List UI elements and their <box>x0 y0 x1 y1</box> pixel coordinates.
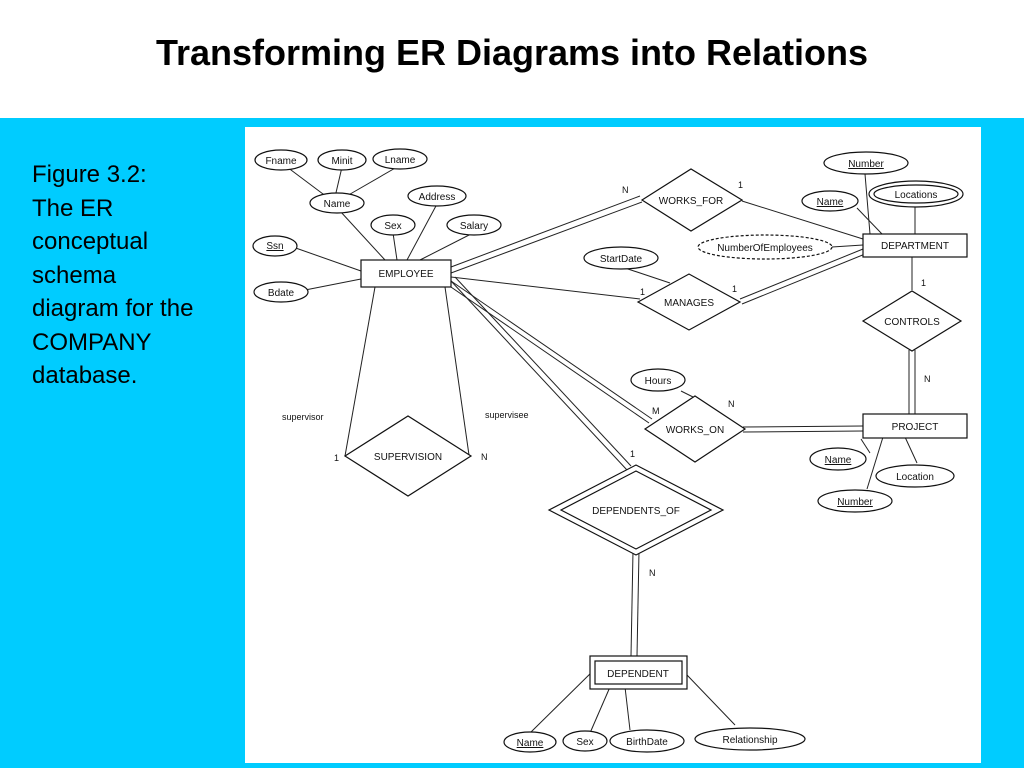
caption-line: COMPANY <box>32 328 152 356</box>
diagram-panel: EMPLOYEE DEPARTMENT PROJECT DEPENDENT WO… <box>245 127 981 763</box>
caption-line: The ER <box>32 194 114 222</box>
svg-text:Salary: Salary <box>460 221 488 232</box>
attribute-minit: Minit <box>317 149 367 171</box>
svg-text:StartDate: StartDate <box>600 254 643 265</box>
cardinality-label: 1 <box>738 180 743 190</box>
svg-text:Bdate: Bdate <box>268 288 295 299</box>
multivalued-attribute-locations: Locations <box>868 180 964 208</box>
key-attribute-project-name: Name <box>809 447 867 471</box>
svg-text:Minit: Minit <box>331 156 352 167</box>
entity-label: DEPARTMENT <box>881 241 949 252</box>
slide-title: Transforming ER Diagrams into Relations <box>155 32 869 73</box>
attribute-employee-name: Name <box>309 192 365 214</box>
attribute-relationship: Relationship <box>694 727 806 751</box>
cardinality-label: 1 <box>732 284 737 294</box>
svg-text:Sex: Sex <box>576 737 593 748</box>
relationship-label: WORKS_FOR <box>659 196 723 207</box>
entity-employee: EMPLOYEE <box>360 259 452 288</box>
attribute-fname: Fname <box>254 149 308 171</box>
key-attribute-department-number: Number <box>823 151 909 175</box>
er-diagram: EMPLOYEE DEPARTMENT PROJECT DEPENDENT WO… <box>252 148 968 753</box>
relationship-label: CONTROLS <box>884 317 940 328</box>
attribute-salary: Salary <box>446 214 502 236</box>
svg-text:Locations: Locations <box>895 190 938 201</box>
weak-entity-dependent: DEPENDENT <box>589 655 688 690</box>
relationship-label: MANAGES <box>664 298 714 309</box>
relationship-controls: CONTROLS <box>861 290 963 352</box>
entity-project: PROJECT <box>862 413 968 439</box>
svg-text:Relationship: Relationship <box>722 735 777 746</box>
caption-line: Figure 3.2: <box>32 161 147 188</box>
attribute-project-location: Location <box>875 464 955 488</box>
relationship-works-for: WORKS_FOR <box>640 168 744 232</box>
partial-key-attribute-dependent-name: Name <box>503 731 557 753</box>
cardinality-label: M <box>652 406 660 416</box>
attribute-start-date: StartDate <box>583 246 659 270</box>
attribute-address: Address <box>407 185 467 207</box>
entity-label: PROJECT <box>892 422 939 433</box>
relationship-label: DEPENDENTS_OF <box>592 506 680 517</box>
cardinality-label: N <box>649 568 656 578</box>
role-label-supervisee: supervisee <box>485 410 529 420</box>
cardinality-label: N <box>728 399 735 409</box>
svg-text:Number: Number <box>848 159 884 170</box>
svg-text:Location: Location <box>896 472 934 483</box>
caption-line: diagram for the <box>32 295 194 322</box>
svg-text:Lname: Lname <box>385 155 416 166</box>
svg-text:BirthDate: BirthDate <box>626 737 668 748</box>
svg-text:Name: Name <box>324 199 351 210</box>
relationship-label: SUPERVISION <box>374 452 442 463</box>
figure-caption: Figure 3.2: The ER conceptual schema dia… <box>32 158 237 393</box>
attribute-birth-date: BirthDate <box>609 729 685 753</box>
caption-line: conceptual <box>32 228 149 255</box>
attribute-sex: Sex <box>370 214 416 236</box>
cardinality-label: 1 <box>630 449 635 459</box>
attribute-dependent-sex: Sex <box>562 730 608 752</box>
entity-label: EMPLOYEE <box>378 269 433 280</box>
cardinality-label: 1 <box>334 453 339 463</box>
cardinality-label: 1 <box>921 278 926 288</box>
svg-text:Name: Name <box>825 455 852 466</box>
caption-line: database. <box>32 362 138 389</box>
attribute-bdate: Bdate <box>253 281 309 303</box>
cardinality-label: N <box>481 452 488 462</box>
cardinality-label: 1 <box>640 287 645 297</box>
identifying-relationship-works-on: WORKS_ON <box>643 395 747 463</box>
svg-text:Address: Address <box>419 192 456 203</box>
key-attribute-department-name: Name <box>801 190 859 212</box>
identifying-relationship-dependents-of: DEPENDENTS_OF <box>547 464 725 556</box>
key-attribute-ssn: Ssn <box>252 235 298 257</box>
key-attribute-project-number: Number <box>817 489 893 513</box>
svg-text:Number: Number <box>837 497 873 508</box>
caption-line: schema <box>32 261 117 289</box>
svg-text:Name: Name <box>517 738 544 749</box>
entity-department: DEPARTMENT <box>862 233 968 258</box>
svg-text:Hours: Hours <box>645 376 672 387</box>
role-label-supervisor: supervisor <box>282 412 324 422</box>
attribute-hours: Hours <box>630 368 686 392</box>
svg-text:Sex: Sex <box>384 221 401 232</box>
attribute-lname: Lname <box>372 148 428 170</box>
cardinality-label: N <box>622 185 629 195</box>
relationship-manages: MANAGES <box>636 273 742 331</box>
relationship-supervision: SUPERVISION <box>343 415 473 497</box>
cardinality-label: N <box>924 374 931 384</box>
relationship-label: WORKS_ON <box>666 425 724 436</box>
derived-attribute-number-of-employees: NumberOfEmployees <box>697 234 833 260</box>
svg-text:Name: Name <box>817 197 844 208</box>
entity-label: DEPENDENT <box>607 669 669 680</box>
svg-text:NumberOfEmployees: NumberOfEmployees <box>717 243 813 254</box>
svg-text:Fname: Fname <box>265 156 297 167</box>
svg-text:Ssn: Ssn <box>266 241 283 252</box>
